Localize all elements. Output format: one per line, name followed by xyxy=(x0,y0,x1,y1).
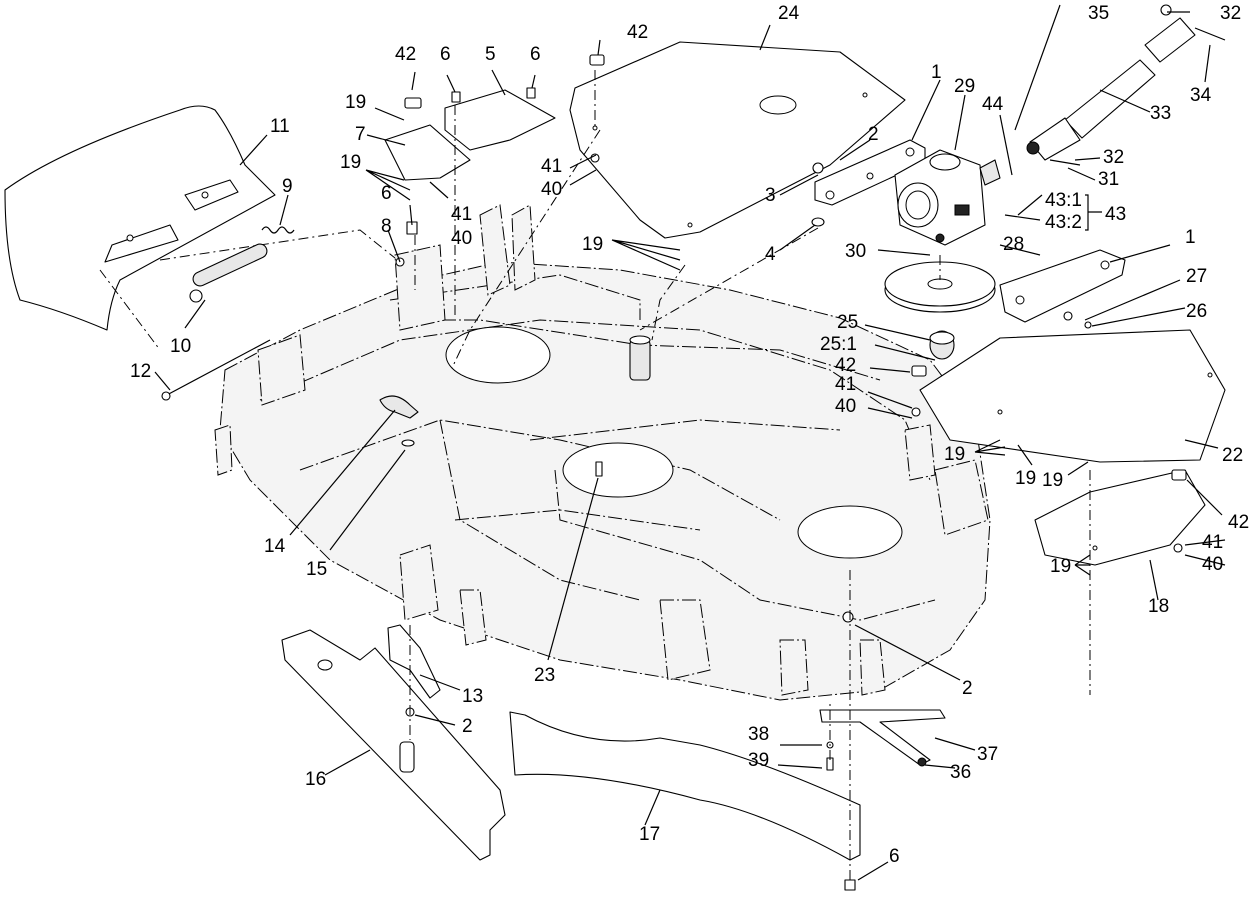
callout-19: 19 xyxy=(1050,556,1071,577)
callout-19: 19 xyxy=(345,92,366,113)
callout-5: 5 xyxy=(485,44,496,65)
callout-40: 40 xyxy=(541,179,562,200)
callout-28: 28 xyxy=(1003,234,1024,255)
mower-deck-housing xyxy=(214,204,991,701)
callout-18: 18 xyxy=(1148,596,1169,617)
idler-arm-lower xyxy=(999,249,1126,323)
callout-38: 38 xyxy=(748,724,769,745)
callout-35: 35 xyxy=(1088,3,1109,24)
callout-42: 42 xyxy=(627,22,648,43)
pto-driveshaft xyxy=(1026,4,1226,166)
callout-2: 2 xyxy=(868,124,879,145)
rear-bracket xyxy=(819,709,946,767)
callout-17: 17 xyxy=(639,824,660,845)
callout-1: 1 xyxy=(931,62,942,83)
callout-43: 43 xyxy=(1105,204,1126,225)
front-baffle xyxy=(281,629,506,861)
callout-41: 41 xyxy=(541,156,562,177)
main-belt-cover xyxy=(569,41,906,239)
callout-6: 6 xyxy=(381,183,392,204)
callout-37: 37 xyxy=(977,744,998,765)
callout-24: 24 xyxy=(778,3,800,24)
callout-42: 42 xyxy=(835,355,856,376)
callout-19: 19 xyxy=(944,444,965,465)
callout-43-1: 43:1 xyxy=(1045,190,1082,211)
chute-rod xyxy=(161,339,271,401)
belt-cover-small xyxy=(444,89,556,151)
callout-19: 19 xyxy=(1042,470,1063,491)
callout-40: 40 xyxy=(451,228,472,249)
callout-8: 8 xyxy=(381,216,392,237)
chute-damper xyxy=(189,243,268,303)
right-belt-cover xyxy=(919,329,1226,463)
gearbox xyxy=(894,149,1001,246)
latch-bracket xyxy=(387,624,441,699)
callout-32: 32 xyxy=(1220,3,1241,24)
callout-44: 44 xyxy=(982,94,1004,115)
callout-15: 15 xyxy=(306,559,327,580)
callout-10: 10 xyxy=(170,336,191,357)
callout-7: 7 xyxy=(355,124,366,145)
callout-32: 32 xyxy=(1103,147,1124,168)
callout-39: 39 xyxy=(748,750,769,771)
callout-14: 14 xyxy=(264,536,286,557)
callout-6: 6 xyxy=(530,44,541,65)
callout-13: 13 xyxy=(462,686,483,707)
pulley xyxy=(884,261,996,313)
callout-41: 41 xyxy=(451,204,472,225)
callout-42: 42 xyxy=(395,44,416,65)
rear-cover xyxy=(1034,469,1206,566)
rear-baffle xyxy=(509,711,861,861)
callout-25-1: 25:1 xyxy=(820,334,857,355)
callout-30: 30 xyxy=(845,241,866,262)
callout-6: 6 xyxy=(440,44,451,65)
callout-43-2: 43:2 xyxy=(1045,212,1082,233)
callout-6: 6 xyxy=(889,846,900,867)
callout-26: 26 xyxy=(1186,301,1207,322)
callout-40: 40 xyxy=(835,396,856,417)
callout-34: 34 xyxy=(1190,85,1212,106)
callout-2: 2 xyxy=(462,716,473,737)
callout-11: 11 xyxy=(270,116,290,137)
callout-22: 22 xyxy=(1222,445,1243,466)
discharge-chute xyxy=(4,105,396,351)
callout-29: 29 xyxy=(954,76,975,97)
callout-16: 16 xyxy=(305,769,326,790)
callout-1: 1 xyxy=(1185,227,1196,248)
callout-33: 33 xyxy=(1150,103,1171,124)
callout-9: 9 xyxy=(282,176,293,197)
callout-19: 19 xyxy=(340,152,361,173)
callout-25: 25 xyxy=(837,312,858,333)
callout-31: 31 xyxy=(1098,169,1119,190)
callout-40: 40 xyxy=(1202,554,1223,575)
callout-labels: 1 1 2 2 2 3 4 5 6 6 6 6 7 8 9 10 11 12 1… xyxy=(130,3,1249,867)
callout-19: 19 xyxy=(1015,468,1036,489)
spacer-bushing xyxy=(929,330,955,360)
callout-23: 23 xyxy=(534,665,555,686)
callout-4: 4 xyxy=(765,244,776,265)
callout-27: 27 xyxy=(1186,266,1207,287)
callout-12: 12 xyxy=(130,361,151,382)
callout-41: 41 xyxy=(835,374,856,395)
callout-36: 36 xyxy=(950,762,971,783)
leader-lines xyxy=(154,4,1226,881)
callout-3: 3 xyxy=(765,185,776,206)
callout-42: 42 xyxy=(1228,512,1249,533)
callout-41: 41 xyxy=(1202,532,1223,553)
callout-19: 19 xyxy=(582,234,603,255)
callout-2: 2 xyxy=(962,678,973,699)
chute-spring xyxy=(261,226,295,234)
